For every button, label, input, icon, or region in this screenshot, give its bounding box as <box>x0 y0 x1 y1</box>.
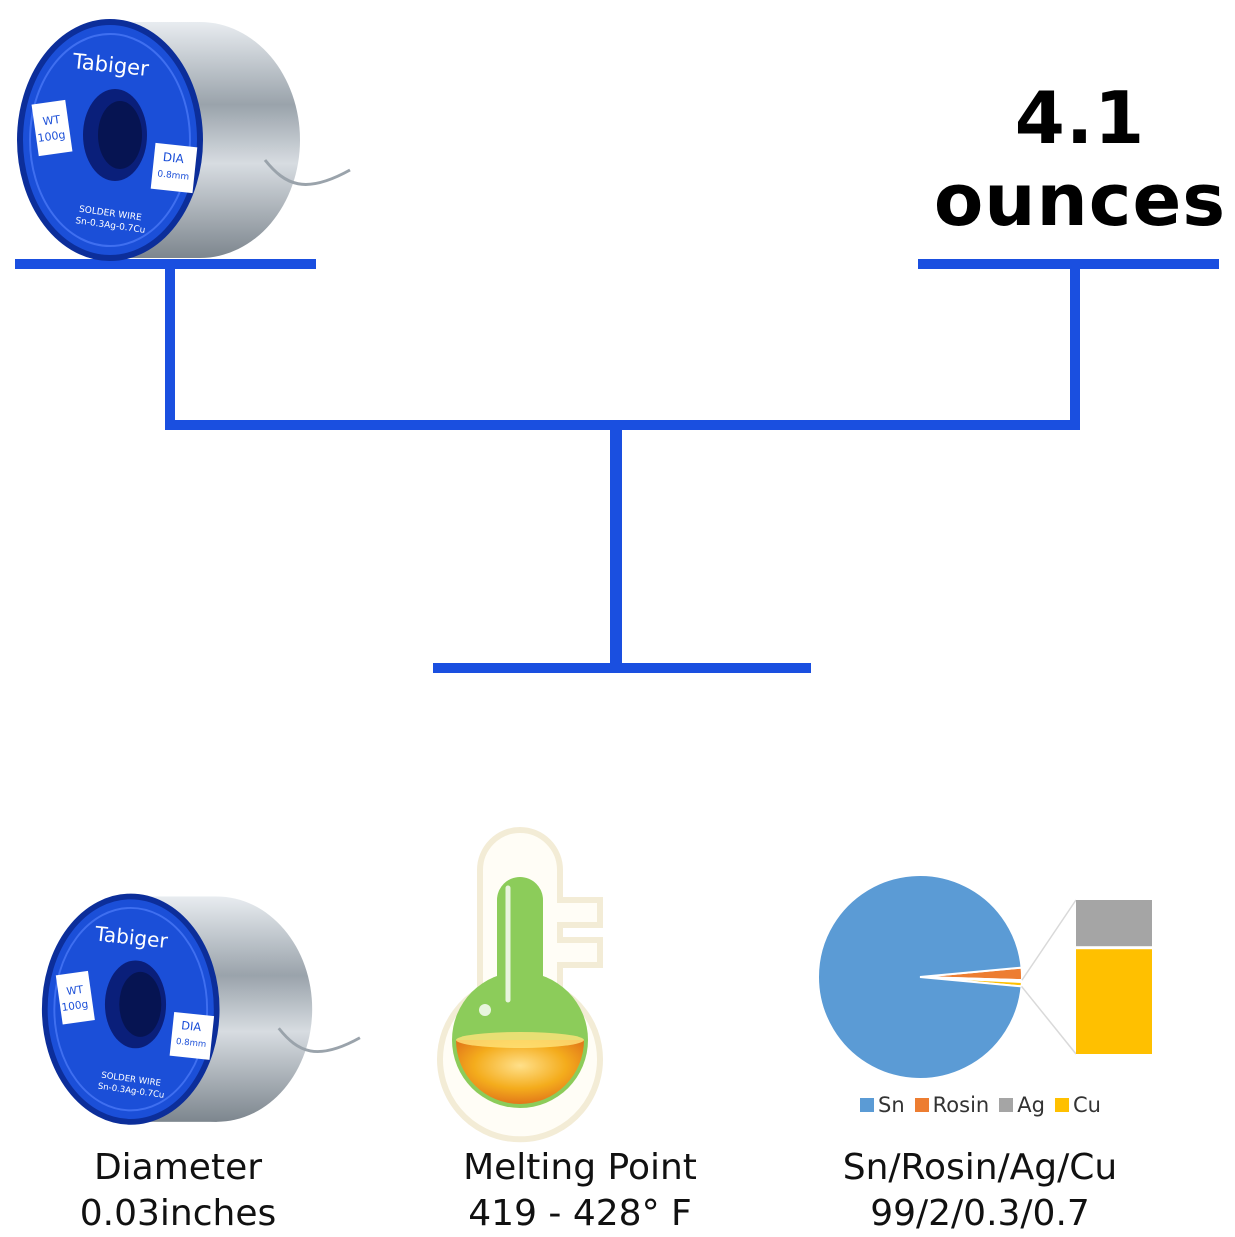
left-arm <box>165 264 175 430</box>
weight-unit: ounces <box>933 158 1227 242</box>
solder-spool-top-icon: Tabiger WT 100g DIA 0.8mm SOLDER WIRE Sn… <box>20 22 350 258</box>
thermometer-icon <box>437 827 603 1143</box>
chart-legend: Sn Rosin Ag Cu <box>860 1093 1160 1117</box>
weight-value: 4.1 <box>1014 76 1146 160</box>
svg-text:DIA: DIA <box>181 1018 203 1034</box>
svg-text:100g: 100g <box>61 998 89 1014</box>
balance-beam <box>15 259 1219 673</box>
composition-pie-chart <box>816 874 1152 1080</box>
base <box>433 663 811 673</box>
legend-item-sn: Sn <box>860 1093 905 1117</box>
composition-title: Sn/Rosin/Ag/Cu <box>842 1147 1118 1188</box>
legend-swatch <box>999 1098 1014 1112</box>
composition-caption: Sn/Rosin/Ag/Cu 99/2/0.3/0.7 <box>820 1145 1140 1237</box>
svg-text:0.8mm: 0.8mm <box>157 169 190 182</box>
legend-label: Ag <box>1017 1093 1045 1117</box>
melting-point-title: Melting Point <box>463 1147 697 1188</box>
diameter-value: 0.03inches <box>79 1193 277 1234</box>
melting-point-caption: Melting Point 419 - 428° F <box>420 1145 740 1237</box>
legend-label: Rosin <box>932 1093 990 1117</box>
center-post <box>610 425 622 670</box>
melting-point-value: 419 - 428° F <box>468 1193 692 1234</box>
diameter-title: Diameter <box>93 1147 263 1188</box>
breakout-bar-cu <box>1076 949 1152 1054</box>
breakout-bar-ag <box>1076 900 1152 947</box>
svg-text:DIA: DIA <box>162 150 185 166</box>
solder-spool-icon: Tabiger WT 100g DIA 0.8mm SOLDER WIRE Sn… <box>45 896 360 1121</box>
legend-swatch <box>1054 1098 1069 1112</box>
svg-text:WT: WT <box>66 984 85 998</box>
legend-item-cu: Cu <box>1054 1093 1101 1117</box>
breakout-connector-top <box>1021 899 1077 981</box>
svg-text:0.8mm: 0.8mm <box>175 1037 206 1050</box>
legend-label: Cu <box>1072 1093 1101 1117</box>
crossbar <box>165 420 1080 430</box>
legend-item-rosin: Rosin <box>914 1093 990 1117</box>
legend-swatch <box>860 1098 874 1112</box>
legend-label: Sn <box>878 1093 905 1117</box>
composition-value: 99/2/0.3/0.7 <box>870 1193 1090 1234</box>
diameter-caption: Diameter 0.03inches <box>28 1145 328 1237</box>
right-arm <box>1070 264 1080 430</box>
pie-slice-sn <box>816 874 1023 1080</box>
right-pan <box>918 259 1219 269</box>
legend-item-ag: Ag <box>999 1093 1045 1117</box>
svg-text:WT: WT <box>42 113 62 128</box>
svg-text:100g: 100g <box>37 128 67 145</box>
legend-swatch <box>914 1098 929 1112</box>
breakout-connector-bottom <box>1020 985 1077 1055</box>
